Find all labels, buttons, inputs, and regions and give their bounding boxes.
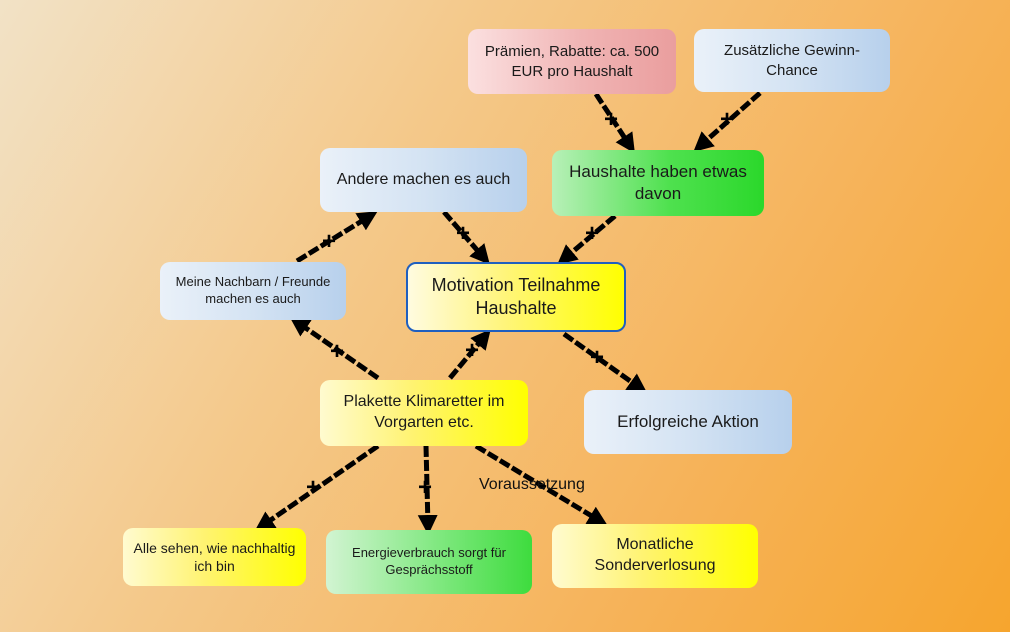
node-monatlich: Monatliche Sonderverlosung: [552, 524, 758, 588]
plus-label-gewinn: +: [720, 106, 735, 133]
arrow-plakette-to-nachbarn: [289, 316, 380, 381]
plus-label-andere: +: [456, 220, 471, 247]
plus-label-erfolgreich: +: [590, 344, 605, 371]
arrow-plakette-to-monatlich: [474, 443, 608, 526]
arrow-plakette-to-energie: [417, 445, 438, 535]
node-erfolgreich: Erfolgreiche Aktion: [584, 390, 792, 454]
node-energie: Energieverbrauch sorgt für Gesprächsstof…: [326, 530, 532, 594]
node-alle: Alle sehen, wie nachhaltig ich bin: [123, 528, 306, 586]
plus-label-plakette-motivation: +: [465, 337, 480, 364]
arrow-praemien-to-haushalte: [593, 92, 635, 154]
arrow-haushalte-to-motivation: [557, 214, 617, 265]
arrow-nachbarn-to-andere: [295, 211, 378, 264]
node-nachbarn: Meine Nachbarn / Freunde machen es auch: [160, 262, 346, 320]
arrow-plakette-to-alle: [254, 443, 380, 532]
node-praemien: Prämien, Rabatte: ca. 500 EUR pro Hausha…: [468, 29, 676, 94]
node-motivation: Motivation Teilnahme Haushalte: [406, 262, 626, 332]
node-gewinn: Zusätzliche Gewinn-Chance: [694, 29, 890, 92]
plus-label-praemien: +: [604, 106, 619, 133]
arrow-plakette-to-motivation: [448, 329, 491, 380]
node-plakette: Plakette Klimaretter im Vorgarten etc.: [320, 380, 528, 446]
arrow-motivation-to-erfolgreich: [562, 331, 648, 394]
arrow-gewinn-to-haushalte: [693, 91, 762, 152]
node-haushalte: Haushalte haben etwas davon: [552, 150, 764, 216]
voraussetzung-label: Voraussetzung: [479, 476, 585, 493]
node-andere: Andere machen es auch: [320, 148, 527, 212]
plus-label-energie: +: [418, 474, 433, 501]
plus-label-plakette-nachbarn: +: [330, 338, 345, 365]
plus-label-nachbarn: +: [322, 228, 337, 255]
arrow-andere-to-motivation: [442, 210, 490, 265]
plus-label-haushalte: +: [585, 220, 600, 247]
plus-label-alle: +: [306, 474, 321, 501]
